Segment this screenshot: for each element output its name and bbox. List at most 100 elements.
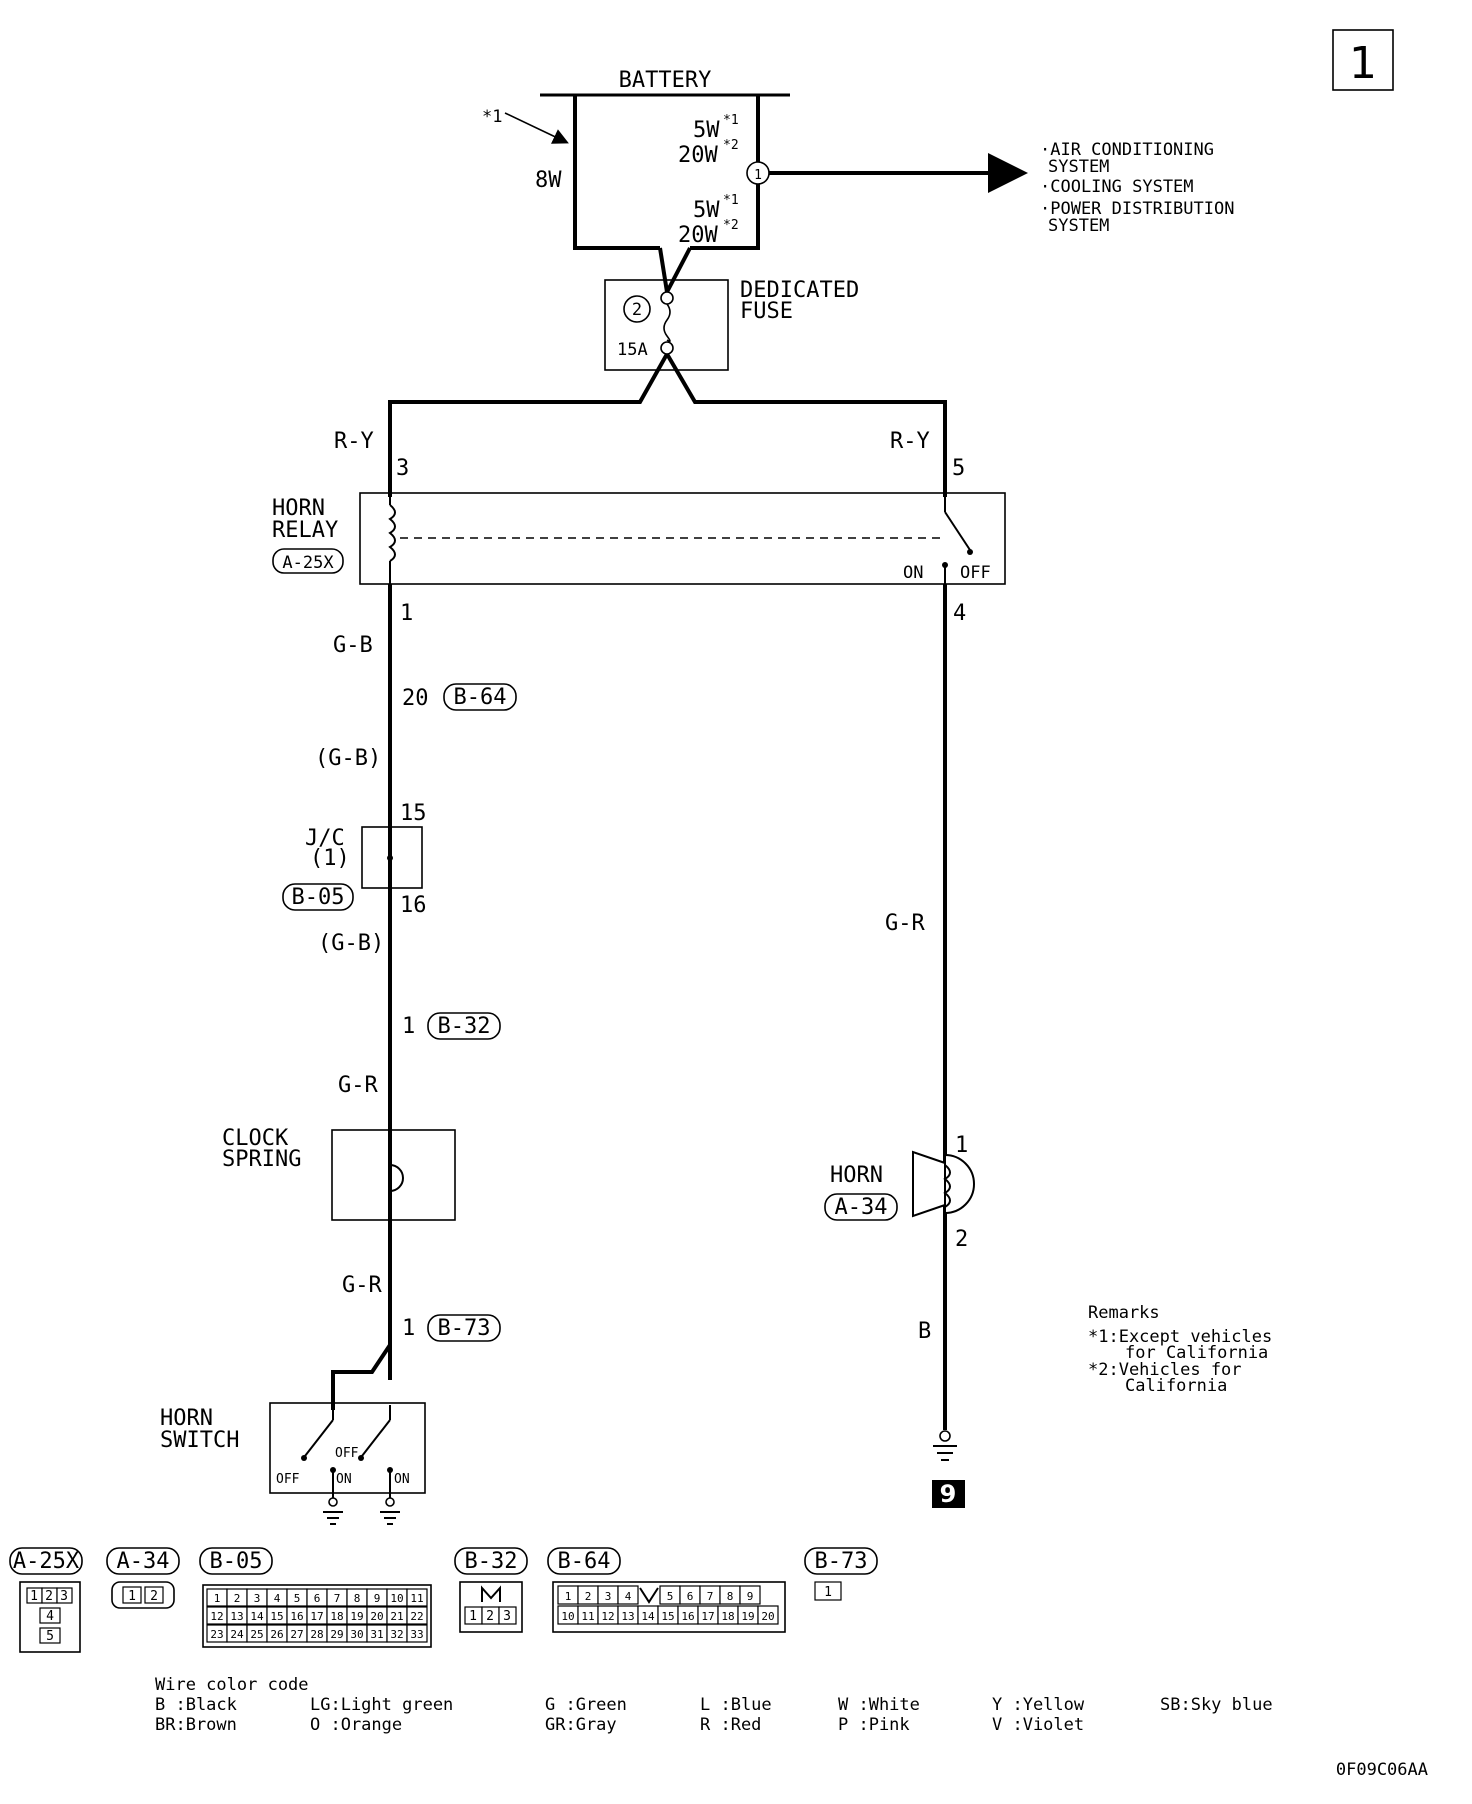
remarks-line4: California: [1125, 1376, 1227, 1396]
color-code-item: W :White: [838, 1695, 920, 1715]
jc-label-line2: (1): [310, 846, 350, 871]
color-code-item: Y :Yellow: [992, 1695, 1085, 1715]
switch-label-line1: HORN: [160, 1406, 213, 1431]
destination-2: ·COOLING SYSTEM: [1040, 177, 1194, 197]
lower-rating-a-sup: *1: [723, 193, 739, 208]
b05-pin-cell: [406, 1606, 428, 1625]
b64-pin: 3: [605, 1590, 612, 1603]
wire-g-b-mid: (G-B): [315, 746, 381, 771]
connector1-name: B-64: [454, 685, 507, 710]
a25x-pin: 5: [46, 1629, 54, 1644]
b05-pin: 15: [270, 1610, 283, 1623]
b05-pin: 7: [334, 1592, 341, 1605]
jc-connector: B-05: [292, 885, 345, 910]
remarks: Remarks *1:Except vehicles for Californi…: [1088, 1303, 1272, 1396]
lower-rating-b-sup: *2: [723, 218, 739, 233]
figure-code: 0F09C06AA: [1336, 1760, 1428, 1780]
horn-label: HORN: [830, 1163, 883, 1188]
relay-label-line2: RELAY: [272, 518, 338, 543]
wire-g-b-after-jc: (G-B): [318, 931, 384, 956]
wire-g-b: G-B: [333, 633, 373, 658]
remarks-line3: *2:Vehicles for: [1088, 1360, 1242, 1380]
fuse-label-line1: DEDICATED: [740, 278, 859, 303]
b05-pin: 13: [230, 1610, 243, 1623]
color-code-item: O :Orange: [310, 1715, 402, 1735]
a25x-pin: 1: [30, 1589, 38, 1604]
color-code-item: P :Pink: [838, 1715, 910, 1735]
destination-1: ·AIR CONDITIONING: [1040, 140, 1214, 160]
connector2-pin: 1: [402, 1014, 415, 1039]
b64-pin-cell: [739, 1585, 761, 1605]
b05-pin: 2: [234, 1592, 241, 1605]
b05-pin: 12: [210, 1610, 223, 1623]
b64-pin: 13: [621, 1610, 634, 1623]
page-number-box: 1: [1332, 29, 1394, 91]
destination-3b: SYSTEM: [1048, 216, 1109, 236]
fuse-rating: 15A: [617, 340, 648, 360]
b05-pin: 17: [310, 1610, 323, 1623]
b05-pin: 27: [290, 1628, 303, 1641]
b32-pin: 2: [486, 1609, 494, 1624]
relay-pin-4: 4: [953, 601, 966, 626]
left-branch: G-B 20 B-64 (G-B) 15 J/C (1) B-05 16 (G-…: [160, 584, 517, 1525]
switch-label-line2: SWITCH: [160, 1428, 239, 1453]
dedicated-fuse: 2 15A DEDICATED FUSE: [388, 247, 947, 497]
right-branch: G-R HORN A-34 1 2 B 9: [824, 584, 975, 1508]
b05-pin: 3: [254, 1592, 261, 1605]
b05-name: B-05: [210, 1549, 263, 1574]
remarks-line1: *1:Except vehicles: [1088, 1327, 1272, 1347]
relay-pin-1: 1: [400, 601, 413, 626]
b64-pin: 14: [641, 1610, 655, 1623]
b05-pin: 28: [310, 1628, 323, 1641]
b32-name: B-32: [465, 1549, 518, 1574]
a34-pin: 2: [150, 1589, 158, 1604]
b64-pin: 18: [721, 1610, 734, 1623]
jc-label-line1: J/C: [305, 826, 345, 851]
b64-pin: 10: [561, 1610, 574, 1623]
b64-pin-cell: [617, 1585, 639, 1605]
b64-pin: 4: [625, 1590, 632, 1603]
switch-on-2: ON: [394, 1472, 410, 1487]
b05-pin: 24: [230, 1628, 244, 1641]
a25x-pin: 2: [45, 1589, 53, 1604]
b05-pin: 8: [354, 1592, 361, 1605]
b64-pin: 19: [741, 1610, 754, 1623]
wire-g-r-before-clock: G-R: [338, 1073, 378, 1098]
a25x-name: A-25X: [13, 1549, 80, 1574]
switch-on-1: ON: [336, 1472, 352, 1487]
relay-left-wire: R-Y: [334, 429, 374, 454]
b64-pin: 2: [585, 1590, 592, 1603]
b64-pin-cell: [757, 1605, 779, 1625]
b64-pin: 11: [581, 1610, 594, 1623]
b64-pin: 16: [681, 1610, 694, 1623]
b64-pin: 20: [761, 1610, 774, 1623]
a34-name: A-34: [117, 1549, 170, 1574]
a25x-pin: 3: [60, 1589, 68, 1604]
lower-rating-a: 5W: [693, 198, 720, 223]
upper-rating-b: 20W: [678, 143, 718, 168]
b64-keyway: [639, 1587, 659, 1604]
b05-pin: 25: [250, 1628, 263, 1641]
color-code-item: B :Black: [155, 1695, 237, 1715]
b64-pin: 9: [747, 1590, 754, 1603]
fuse-number: 2: [632, 300, 642, 320]
color-code-item: R :Red: [700, 1715, 761, 1735]
clock-label-line1: CLOCK: [222, 1126, 289, 1151]
b73-name: B-73: [815, 1549, 868, 1574]
b64-pin: 17: [701, 1610, 714, 1623]
wire-g-r-right: G-R: [885, 911, 925, 936]
connector2-name: B-32: [438, 1014, 491, 1039]
remarks-line2: for California: [1125, 1343, 1268, 1363]
b73-pin: 1: [824, 1585, 832, 1600]
b05-pin: 21: [390, 1610, 403, 1623]
switch-off-left: OFF: [276, 1472, 300, 1487]
b05-pin: 6: [314, 1592, 321, 1605]
ground-ref: 9: [940, 1480, 957, 1508]
b05-pin: 4: [274, 1592, 281, 1605]
jc-pin-out: 16: [400, 893, 427, 918]
relay-state-off: OFF: [960, 563, 991, 583]
b32-pin: 3: [503, 1609, 511, 1624]
destination-3: ·POWER DISTRIBUTION: [1040, 199, 1234, 219]
b05-pin: 10: [390, 1592, 403, 1605]
